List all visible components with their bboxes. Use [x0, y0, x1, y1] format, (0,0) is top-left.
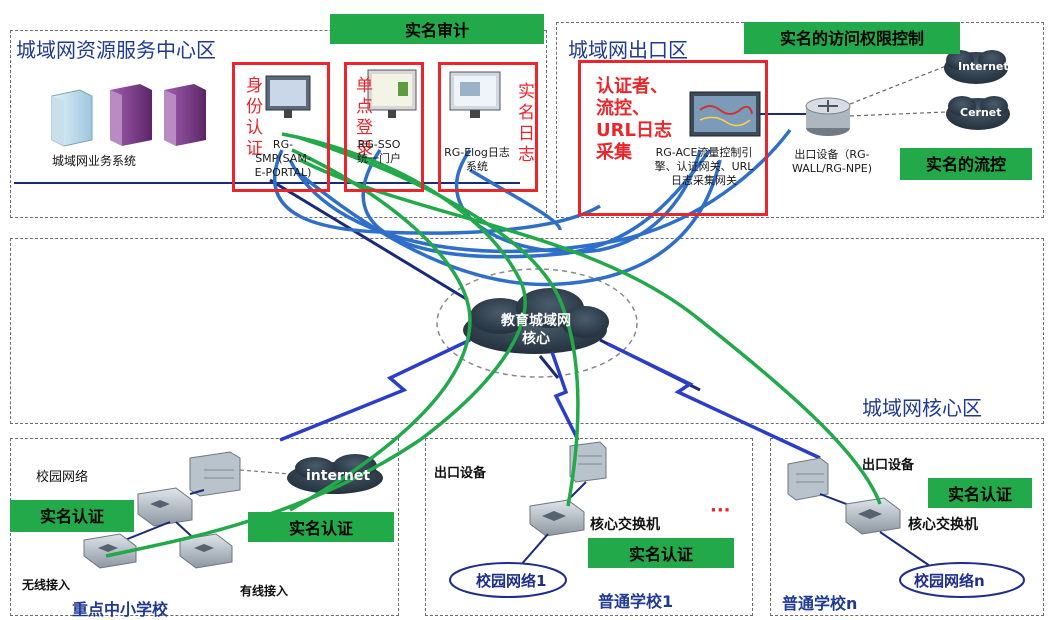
server-icon — [164, 84, 206, 146]
internet-cloud-icon — [944, 50, 1008, 84]
server-icon — [51, 89, 93, 147]
schooln-cloud-label: 校园网络n — [914, 572, 985, 590]
auth-flow-lines — [273, 128, 792, 287]
smp-device-label: RG-SMP(SAM-E-PORTAL) — [254, 138, 312, 179]
switch-icon — [179, 533, 233, 569]
switch-icon — [845, 497, 901, 535]
control-flow-lines — [105, 132, 882, 558]
auth-tag-wired: 实名认证 — [248, 512, 394, 542]
elog-device-label: RG-Elog日志系统 — [444, 146, 510, 173]
sso-red-box — [344, 62, 424, 192]
ace-red-label: 认证者、流控、URL日志采集 — [596, 76, 672, 163]
server-icon — [110, 84, 152, 146]
core-zone — [10, 238, 1044, 424]
auth-tag-key-school: 实名认证 — [10, 500, 134, 532]
core-cloud-label: 教育城域网核心 — [501, 313, 571, 347]
school1-core-label: 核心交换机 — [590, 517, 660, 533]
audit-tag: 实名审计 — [330, 14, 544, 44]
auth-tag-school1: 实名认证 — [588, 538, 734, 568]
firewall-icon — [189, 451, 241, 497]
switch-icon — [83, 533, 137, 569]
schooln-name: 普通学校n — [782, 594, 858, 613]
map-monitor-icon — [689, 91, 761, 137]
campus-net-label: 校园网络 — [36, 470, 89, 485]
campus-cloud-icon — [449, 562, 567, 598]
sso-red-label: 单点登录 — [356, 76, 373, 159]
schooln-core-label: 核心交换机 — [908, 517, 978, 533]
cernet-cloud-icon — [946, 96, 1010, 130]
internet-label: Internet — [958, 60, 1009, 73]
auth-tag-schooln: 实名认证 — [928, 478, 1032, 508]
key-school-name: 重点中小学校 — [72, 600, 169, 619]
exit-zone-title: 城域网出口区 — [568, 38, 688, 62]
core-cloud-icon — [463, 288, 609, 354]
switch-icon — [137, 487, 193, 527]
switch-icon — [529, 499, 585, 537]
firewall-icon — [569, 441, 607, 483]
school1-exit-label: 出口设备 — [434, 466, 487, 481]
flow-control-tag: 实名的流控 — [900, 148, 1032, 180]
campus-cloud-icon — [899, 562, 1025, 598]
smp-red-label: 身份认证 — [246, 76, 263, 159]
access-control-tag: 实名的访问权限控制 — [744, 22, 960, 54]
ace-device-label: RG-ACE流量控制引擎、认证网关、URL日志采集网关 — [654, 146, 754, 187]
ace-red-box — [578, 60, 768, 216]
school1-zone — [425, 438, 753, 616]
school1-cloud-label: 校园网络1 — [476, 572, 547, 590]
sso-device-label: RG-SSO统一门户 — [357, 138, 401, 165]
elog-red-box — [438, 62, 538, 192]
firewall-icon — [787, 457, 829, 501]
monitor-icon — [449, 71, 501, 118]
smp-red-box — [232, 62, 330, 192]
biz-system-label: 城域网业务系统 — [52, 154, 137, 168]
elog-red-label: 实名日志 — [518, 82, 535, 165]
wireless-label: 无线接入 — [22, 578, 71, 592]
resource-center-title: 城域网资源服务中心区 — [16, 38, 216, 62]
monitor-icon — [265, 75, 311, 118]
resource-center-zone — [10, 30, 547, 218]
core-zone-title: 城域网核心区 — [862, 396, 982, 420]
router-icon — [805, 97, 851, 136]
schooln-exit-label: 出口设备 — [862, 458, 915, 473]
exit-device-label: 出口设备（RG-WALL/RG-NPE) — [791, 148, 872, 175]
monitor-icon — [367, 69, 417, 118]
cernet-label: Cernet — [960, 106, 1002, 119]
school1-name: 普通学校1 — [598, 592, 674, 611]
wired-label: 有线接入 — [240, 584, 289, 598]
schooln-zone — [770, 438, 1044, 616]
school-internet-label: internet — [306, 468, 371, 484]
ellipsis-label: ··· — [710, 500, 731, 521]
